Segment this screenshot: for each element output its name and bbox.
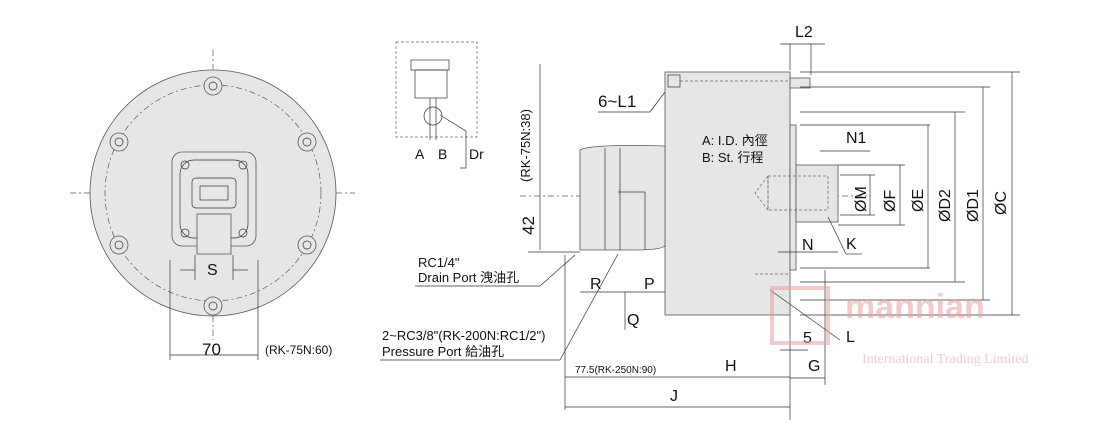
dim-l: L: [846, 329, 855, 346]
dim-height: 42: [519, 216, 538, 235]
dim-height-note: (RK-75N:38): [518, 109, 533, 182]
watermark-logo: mannian International Trading Limited: [770, 286, 1028, 367]
watermark-subtitle: International Trading Limited: [862, 352, 1028, 367]
dim-f: ØF: [882, 190, 899, 212]
pressure-port-label: Pressure Port 給油孔: [382, 344, 504, 359]
cylinder-body: [664, 71, 791, 316]
dim-c: ØC: [993, 191, 1010, 215]
dim-q: Q: [627, 312, 639, 329]
dim-l2: L2: [795, 24, 813, 41]
port-b: B: [438, 146, 447, 162]
dim-r: R: [590, 276, 602, 293]
dim-n: N: [802, 237, 814, 254]
dim-d1: ØD1: [965, 189, 982, 222]
dim-width-note: (RK-75N:60): [265, 343, 332, 357]
dim-d2: ØD2: [937, 189, 954, 222]
dim-e: ØE: [910, 189, 927, 212]
front-view: S 70 (RK-75N:60): [70, 50, 355, 360]
bolt-label: 6~L1: [598, 92, 636, 111]
dim-h: H: [725, 358, 737, 375]
legend-b: B: St. 行程: [702, 150, 763, 165]
dim-s: S: [207, 262, 218, 279]
bolt-holes: [109, 76, 317, 316]
port-dr: Dr: [469, 146, 484, 162]
bolt: [789, 77, 811, 89]
dim-g: G: [808, 358, 820, 375]
dim-m: ØM: [853, 186, 870, 212]
rotary-joint: [579, 145, 666, 251]
drain-port-label: Drain Port 洩油孔: [418, 270, 519, 285]
dim-width: 70: [202, 340, 221, 359]
dim-k: K: [846, 236, 857, 253]
dim-len-note: 77.5(RK-250N:90): [575, 365, 656, 376]
watermark-brand: mannian: [845, 288, 985, 326]
pressure-port-spec: 2~RC3/8"(RK-200N:RC1/2"): [382, 328, 545, 343]
port-a: A: [415, 146, 425, 162]
legend-a: A: I.D. 內徑: [702, 133, 768, 148]
dim-p: P: [644, 276, 655, 293]
drain-port-spec: RC1/4": [418, 255, 460, 270]
side-view: (RK-75N:38) 42 6~L1 RC1/4" Drain Port 洩油…: [380, 24, 1020, 420]
dim-n1: N1: [846, 130, 867, 147]
hydraulic-symbol: A B Dr: [395, 41, 484, 169]
dim-j: J: [670, 388, 678, 405]
dim-5: 5: [803, 330, 812, 347]
